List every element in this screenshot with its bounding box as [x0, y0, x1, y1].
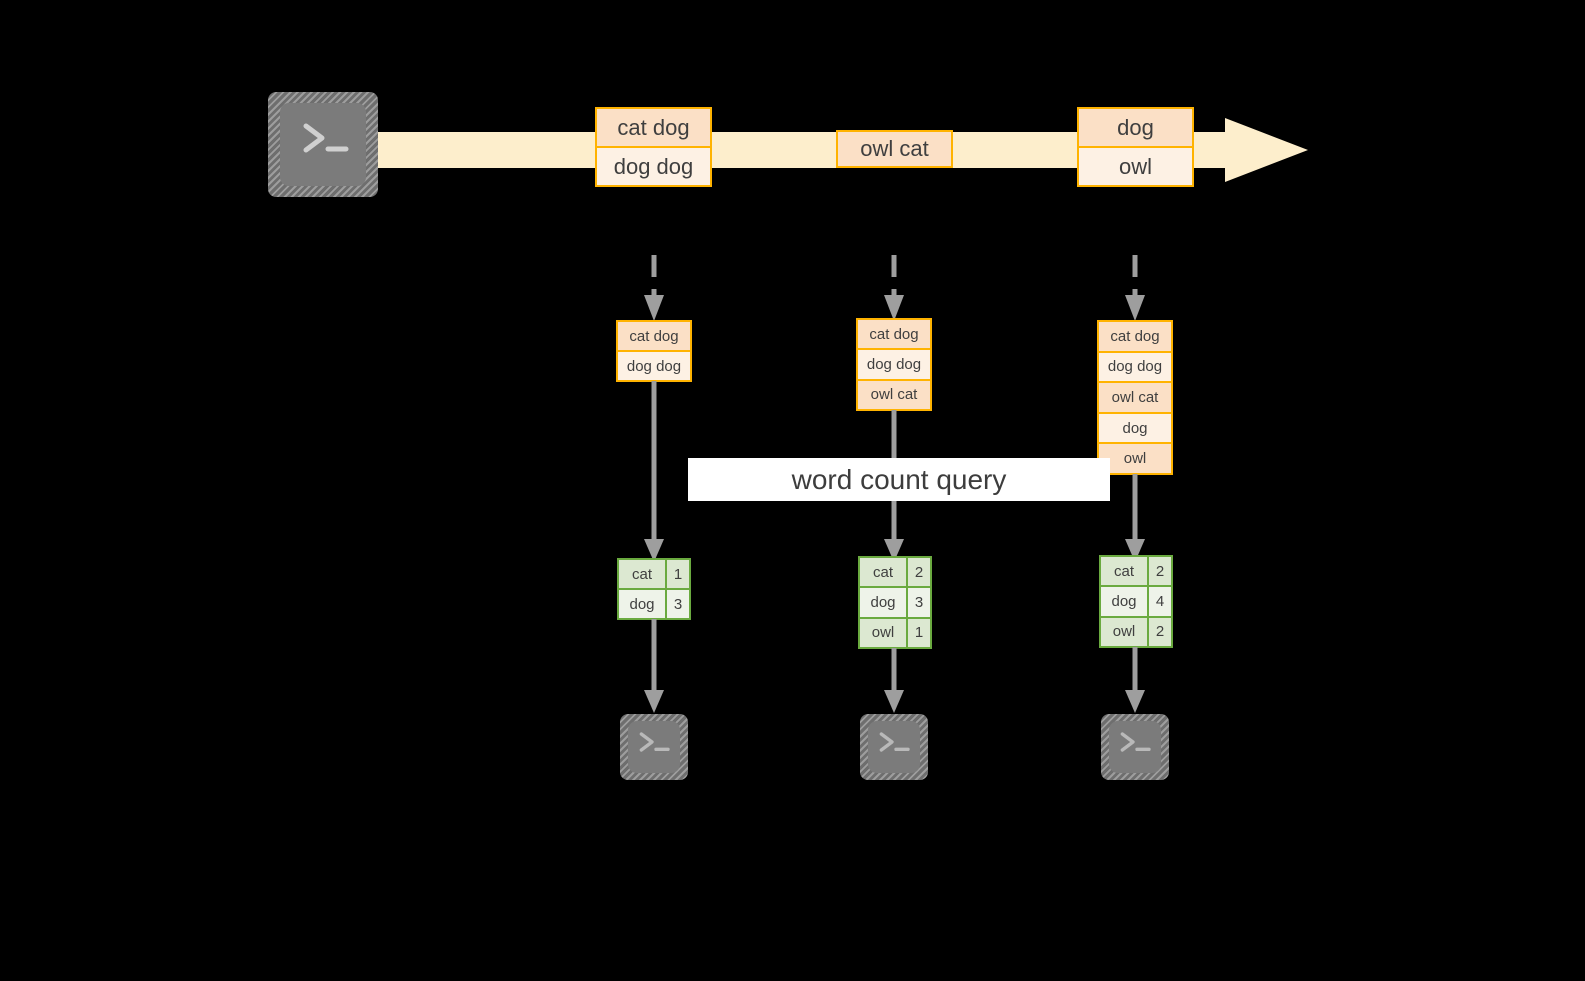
- sink-terminal-icon-3[interactable]: [1101, 714, 1169, 780]
- query-label-text: word count query: [791, 463, 1007, 495]
- stream-batch-1-line-2: dog dog: [597, 148, 710, 185]
- terminal-face: [1109, 721, 1161, 773]
- unbounded-table-3-row-2: dog dog: [1099, 352, 1171, 384]
- sink-terminal-icon-1[interactable]: [620, 714, 688, 780]
- result-table-1-row-1-word: cat: [619, 560, 667, 588]
- unbounded-table-2[interactable]: cat dog dog dog owl cat: [856, 318, 932, 411]
- stream-batch-3-line-1: dog: [1079, 109, 1192, 148]
- result-table-2-row-2-word: dog: [860, 588, 908, 617]
- result-table-2-row-1-count: 2: [908, 558, 930, 587]
- trigger-connector-3: [1125, 255, 1145, 321]
- stream-batch-2-line-1: owl cat: [838, 132, 951, 166]
- result-table-2-row-3-count: 1: [908, 618, 930, 647]
- unbounded-table-3-row-4: dog: [1099, 413, 1171, 445]
- query-connector-3: [1125, 474, 1145, 562]
- terminal-prompt-icon: [879, 732, 910, 752]
- result-table-2[interactable]: cat 2 dog 3 owl 1: [858, 556, 932, 649]
- sink-terminal-icon-2[interactable]: [860, 714, 928, 780]
- unbounded-table-1-row-1: cat dog: [618, 322, 690, 352]
- result-table-3-row-3: owl 2: [1101, 617, 1171, 646]
- query-label: word count query: [688, 458, 1110, 501]
- result-table-2-row-3-word: owl: [860, 618, 908, 647]
- sink-connector-3: [1125, 647, 1145, 713]
- unbounded-table-2-row-2: dog dog: [858, 350, 930, 381]
- stream-batch-3[interactable]: dog owl: [1077, 107, 1194, 187]
- unbounded-table-3-row-3: owl cat: [1099, 383, 1171, 414]
- result-table-2-row-2: dog 3: [860, 588, 930, 619]
- source-terminal-icon[interactable]: [268, 92, 378, 197]
- sink-connector-2: [884, 648, 904, 713]
- result-table-3-row-3-count: 2: [1149, 617, 1171, 646]
- result-table-3-row-1: cat 2: [1101, 557, 1171, 588]
- trigger-connector-1: [644, 255, 664, 321]
- terminal-prompt-icon: [639, 732, 670, 752]
- result-table-1-row-2-count: 3: [667, 590, 689, 618]
- result-table-2-row-3: owl 1: [860, 618, 930, 647]
- result-table-3-row-2: dog 4: [1101, 587, 1171, 618]
- unbounded-table-1[interactable]: cat dog dog dog: [616, 320, 692, 382]
- terminal-prompt-icon: [303, 123, 349, 153]
- sink-connector-1: [644, 619, 664, 713]
- stream-batch-1-line-1: cat dog: [597, 109, 710, 148]
- trigger-connector-2: [884, 255, 904, 321]
- result-table-3-row-1-word: cat: [1101, 557, 1149, 586]
- result-table-3-row-2-word: dog: [1101, 587, 1149, 616]
- result-table-3-row-1-count: 2: [1149, 557, 1171, 586]
- unbounded-table-3-row-1: cat dog: [1099, 322, 1171, 353]
- result-table-1-row-2: dog 3: [619, 590, 689, 618]
- stream-batch-1[interactable]: cat dog dog dog: [595, 107, 712, 187]
- result-table-3-row-2-count: 4: [1149, 587, 1171, 616]
- stream-batch-2[interactable]: owl cat: [836, 130, 953, 168]
- result-table-1[interactable]: cat 1 dog 3: [617, 558, 691, 620]
- query-connector-1: [644, 381, 664, 562]
- terminal-prompt-icon: [1120, 732, 1151, 752]
- result-table-2-row-1-word: cat: [860, 558, 908, 587]
- terminal-face: [280, 103, 366, 186]
- terminal-face: [628, 721, 680, 773]
- terminal-face: [868, 721, 920, 773]
- unbounded-table-3-row-5: owl: [1099, 444, 1171, 473]
- unbounded-table-1-row-2: dog dog: [618, 352, 690, 380]
- result-table-1-row-1-count: 1: [667, 560, 689, 588]
- result-table-1-row-2-word: dog: [619, 590, 667, 618]
- result-table-3[interactable]: cat 2 dog 4 owl 2: [1099, 555, 1173, 648]
- result-table-1-row-1: cat 1: [619, 560, 689, 590]
- result-table-3-row-3-word: owl: [1101, 617, 1149, 646]
- result-table-2-row-2-count: 3: [908, 588, 930, 617]
- unbounded-table-2-row-1: cat dog: [858, 320, 930, 351]
- stream-batch-3-line-2: owl: [1079, 148, 1192, 185]
- unbounded-table-3[interactable]: cat dog dog dog owl cat dog owl: [1097, 320, 1173, 475]
- unbounded-table-2-row-3: owl cat: [858, 380, 930, 409]
- result-table-2-row-1: cat 2: [860, 558, 930, 589]
